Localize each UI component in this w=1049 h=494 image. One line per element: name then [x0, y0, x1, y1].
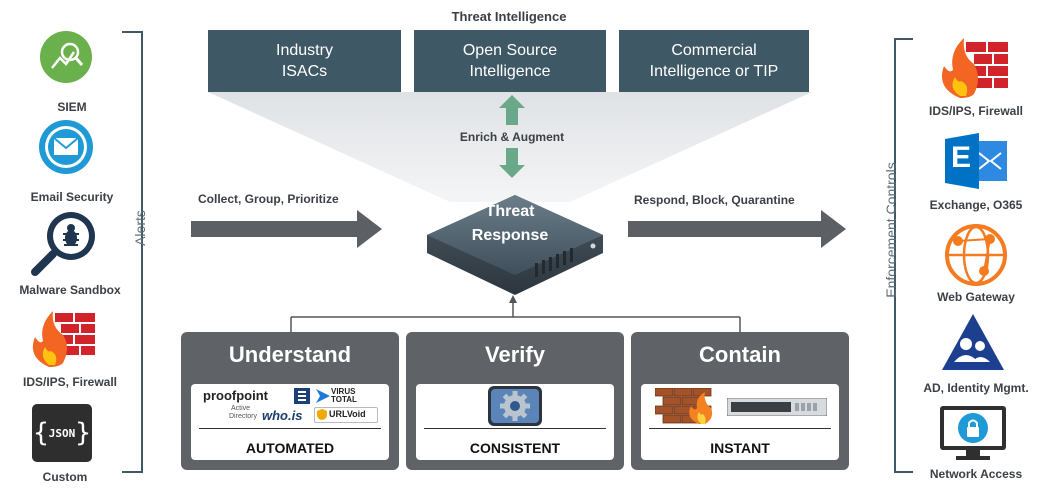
panel-card-understand: proofpoint Active Directory who.is VIRUS… [191, 384, 389, 460]
panel-title-contain: Contain [699, 342, 781, 367]
panel-contain: Contain INSTANT [631, 332, 849, 470]
active-directory-logo-line1: Active [231, 405, 251, 412]
hub-label-line2: Response [471, 227, 549, 244]
respond-label: Respond, Block, Quarantine [634, 193, 795, 207]
virustotal-logo-line1: VIRUS [331, 387, 356, 396]
whois-logo: who.is [262, 408, 303, 423]
virustotal-icon [316, 389, 330, 403]
ti-source-open-source: Open Source Intelligence [414, 30, 606, 92]
email-icon [39, 120, 93, 174]
ti-source-commercial: Commercial Intelligence or TIP [619, 30, 809, 92]
enrich-up-arrow-icon [499, 95, 525, 125]
intel-funnel [208, 92, 812, 202]
web-gateway-icon [945, 224, 1007, 286]
panel-connectors [290, 295, 741, 333]
firewall-icon [942, 38, 1008, 98]
panel-title-understand: Understand [228, 342, 352, 367]
alerts-bracket [122, 31, 143, 473]
identity-icon [942, 314, 1004, 370]
active-directory-logo-line2: Directory [229, 413, 258, 420]
virustotal-logo-line2: TOTAL [331, 395, 357, 404]
siem-icon [40, 31, 92, 83]
server-rack-icon [727, 398, 827, 416]
understand-rule [199, 428, 381, 429]
panel-footer-verify: CONSISTENT [469, 440, 561, 456]
enrich-label: Enrich & Augment [459, 130, 565, 144]
proofpoint-logo: proofpoint [203, 388, 268, 403]
e-logo-icon [294, 388, 310, 404]
urlvoid-shield-icon [317, 409, 327, 420]
urlvoid-logo: URLVoid [329, 409, 366, 419]
firewall-brick-icon [655, 388, 713, 424]
source-label-email-security: Email Security [30, 190, 114, 204]
exchange-icon-letter: E [950, 141, 971, 174]
json-brace-right: } [75, 418, 91, 448]
source-label-custom: Custom [42, 470, 88, 484]
collect-arrow-icon [191, 210, 382, 248]
threat-intel-title: Threat Intelligence [451, 9, 567, 24]
hub-label-line1: Threat [485, 203, 535, 220]
control-label-web-gateway: Web Gateway [937, 290, 1015, 304]
source-label-siem: SIEM [57, 100, 87, 114]
contain-rule [649, 428, 831, 429]
panel-footer-contain: INSTANT [710, 440, 770, 456]
collect-label: Collect, Group, Prioritize [198, 192, 339, 206]
panel-footer-understand: AUTOMATED [245, 440, 335, 456]
network-access-icon [940, 406, 1006, 460]
threat-response-hub [427, 195, 603, 295]
enrich-down-arrow-icon [499, 148, 525, 178]
exchange-icon [945, 133, 1007, 189]
firewall-icon [32, 311, 95, 367]
panel-understand: Understand proofpoint Active Directory w… [181, 332, 399, 470]
alerts-bracket-label: Alerts [132, 210, 148, 246]
panel-card-verify: CONSISTENT [416, 384, 614, 460]
malware-sandbox-icon [31, 212, 95, 276]
panel-title-verify: Verify [485, 342, 545, 367]
json-icon: { JSON } [32, 404, 92, 462]
enforcement-bracket-label: Enforcement Controls [883, 162, 899, 298]
source-label-malware-sandbox: Malware Sandbox [19, 283, 121, 297]
panel-verify: Verify CONSISTENT [406, 332, 624, 470]
control-label-exchange-o365: Exchange, O365 [929, 198, 1023, 212]
control-label-ad-identity: AD, Identity Mgmt. [923, 381, 1029, 395]
respond-arrow-icon [628, 210, 846, 248]
panel-card-contain: INSTANT [641, 384, 839, 460]
ti-source-industry-isacs: Industry ISACs [208, 30, 401, 92]
control-label-ids-ips-firewall: IDS/IPS, Firewall [928, 104, 1024, 118]
urlvoid-box [314, 407, 378, 423]
json-icon-text: JSON [48, 426, 76, 440]
control-label-network-access: Network Access [929, 467, 1023, 481]
source-label-ids-ips-firewall: IDS/IPS, Firewall [22, 375, 118, 389]
json-brace-left: { [33, 418, 49, 448]
verify-rule [424, 428, 606, 429]
gear-settings-icon [488, 386, 542, 426]
enforcement-bracket [894, 38, 913, 473]
